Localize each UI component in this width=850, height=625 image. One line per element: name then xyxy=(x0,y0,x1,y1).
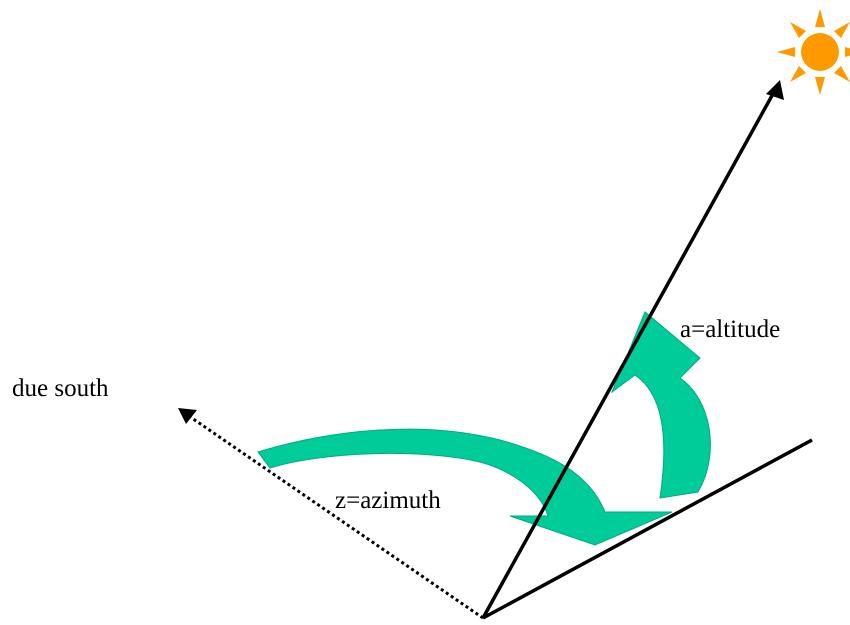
altitude-label: a=altitude xyxy=(680,316,781,343)
azimuth-arc-arrow xyxy=(257,428,673,546)
due-south-arrowhead xyxy=(178,408,197,424)
sun-icon xyxy=(777,9,850,95)
sun-direction-line xyxy=(481,91,776,619)
azimuth-label: z=azimuth xyxy=(335,487,441,514)
due-south-label: due south xyxy=(12,375,109,402)
horizon-line xyxy=(482,438,813,620)
due-south-line xyxy=(185,412,484,620)
sun-direction-arrowhead xyxy=(766,80,784,100)
